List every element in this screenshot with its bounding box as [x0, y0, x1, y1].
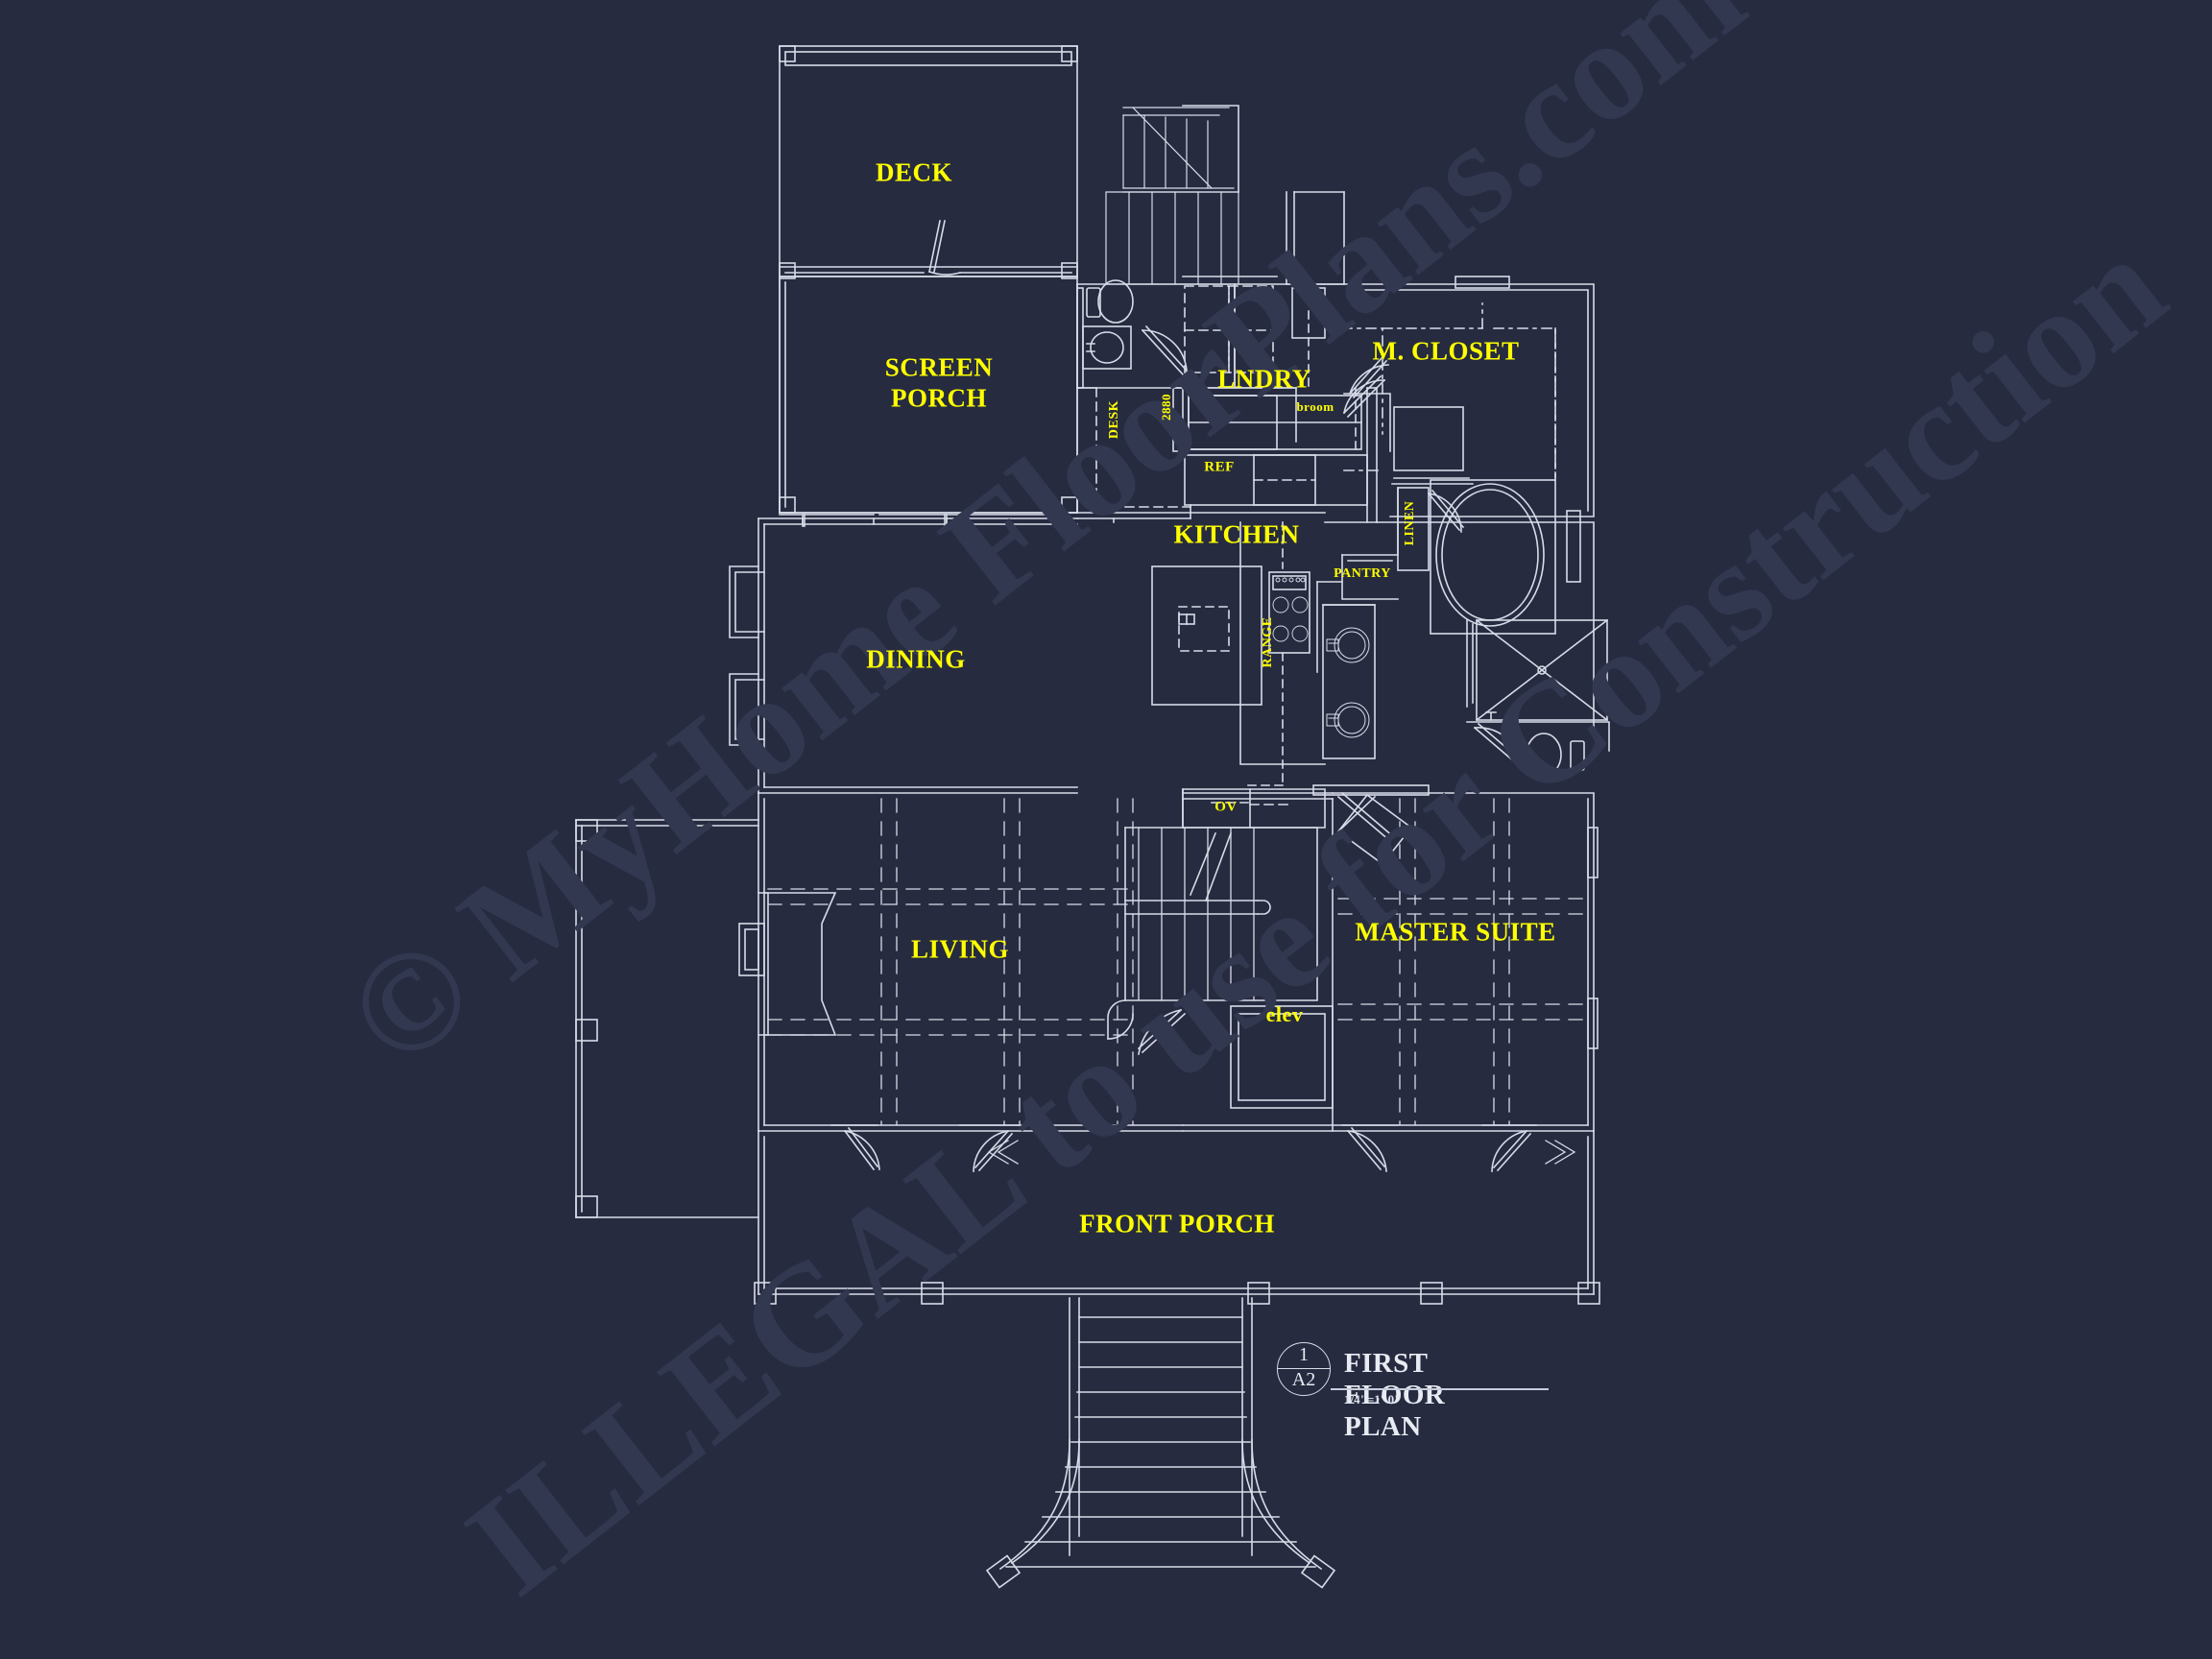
master-suite	[1182, 792, 1595, 1132]
side-porch-left	[575, 819, 759, 1218]
main-stairs	[1124, 827, 1318, 1001]
detail-number: 1	[1299, 1344, 1309, 1365]
room-label-lndry: LNDRY	[1217, 364, 1311, 394]
master-east-window	[1587, 827, 1599, 1049]
closet-left-cabinet	[1286, 283, 1345, 389]
range-fixture	[1268, 571, 1310, 654]
room-label-broom: broom	[1296, 399, 1334, 414]
room-label-desk: DESK	[1107, 399, 1121, 440]
powder-room	[1076, 283, 1236, 514]
front-door-swings	[843, 1126, 1532, 1172]
linen-door-swing	[1427, 489, 1465, 533]
kitchen-range-counter	[1239, 521, 1326, 786]
dining-bay-left	[729, 565, 765, 746]
double-vanity	[1322, 604, 1376, 759]
pantry	[1316, 487, 1399, 673]
title-underline	[1331, 1388, 1549, 1390]
master-door-swing-bath	[1336, 791, 1413, 866]
laundry-appliances	[1184, 285, 1274, 373]
kitchen-island	[1151, 565, 1262, 706]
room-label-deck: DECK	[875, 157, 953, 187]
oven-cabinet	[1182, 788, 1326, 829]
master-entry-shelf	[1312, 784, 1430, 796]
living-ceiling-grid	[767, 798, 1134, 1126]
detail-bubble: 1 A2	[1277, 1342, 1331, 1396]
room-label-dining: DINING	[866, 644, 966, 674]
front-steps	[985, 1297, 1336, 1589]
kitchen-east-wall	[1366, 387, 1378, 523]
room-label-pantry: PANTRY	[1334, 566, 1391, 581]
section-arrows	[988, 1140, 1575, 1165]
deck-rail-hatch	[1122, 107, 1239, 193]
powder-door-swing	[1141, 325, 1189, 376]
plan-title: FIRST FLOOR PLAN	[1344, 1348, 1446, 1442]
kitchen-2880-opening	[1172, 387, 1184, 452]
closet-door-swing	[1342, 374, 1386, 419]
side-stair-hatch	[1105, 191, 1239, 285]
room-label-master-suite: MASTER SUITE	[1355, 917, 1556, 947]
closet-island	[1393, 406, 1464, 471]
kitchen-desk	[1095, 387, 1191, 514]
laundry-counter	[1188, 395, 1362, 450]
room-label-ov: OV	[1214, 799, 1238, 815]
room-label-range: RANGE	[1261, 616, 1275, 668]
sheet-number: A2	[1291, 1369, 1316, 1390]
vanity-sink-powder	[1082, 325, 1132, 370]
room-label-ref: REF	[1204, 459, 1235, 475]
dining-window-mullions	[802, 514, 948, 527]
deck-door-swing	[927, 220, 961, 276]
master-ceiling-grid	[1337, 798, 1589, 1126]
room-label-2880: 2880	[1159, 394, 1173, 421]
wall-stubs	[1076, 105, 1345, 389]
room-label-front-porch: FRONT PORCH	[1079, 1209, 1275, 1238]
plan-scale: 1/4"=1'-0"	[1344, 1392, 1402, 1407]
room-label-living: LIVING	[910, 934, 1010, 964]
shower-stall	[1466, 618, 1609, 722]
room-label-linen: LINEN	[1403, 500, 1417, 546]
master-closet	[1343, 276, 1595, 517]
broom-closet	[1343, 387, 1391, 452]
dining-room	[757, 517, 1078, 794]
stair-bottom-curve	[1107, 999, 1134, 1040]
water-closet	[1466, 721, 1610, 777]
wc-door-swing	[1473, 722, 1522, 764]
oval-tub	[1430, 479, 1581, 635]
room-label-m-closet: M. CLOSET	[1372, 336, 1520, 366]
closet-shelving	[1341, 302, 1556, 481]
toilet-fixture-powder	[1086, 279, 1134, 324]
room-label-porch: PORCH	[891, 383, 987, 413]
room-label-kitchen: KITCHEN	[1173, 519, 1300, 549]
front-porch	[754, 1130, 1600, 1305]
fireplace	[738, 892, 837, 1036]
stair-door-swing	[1137, 1008, 1187, 1055]
room-label-elev: elev	[1265, 1002, 1304, 1026]
room-label-screen: SCREEN	[884, 352, 994, 382]
